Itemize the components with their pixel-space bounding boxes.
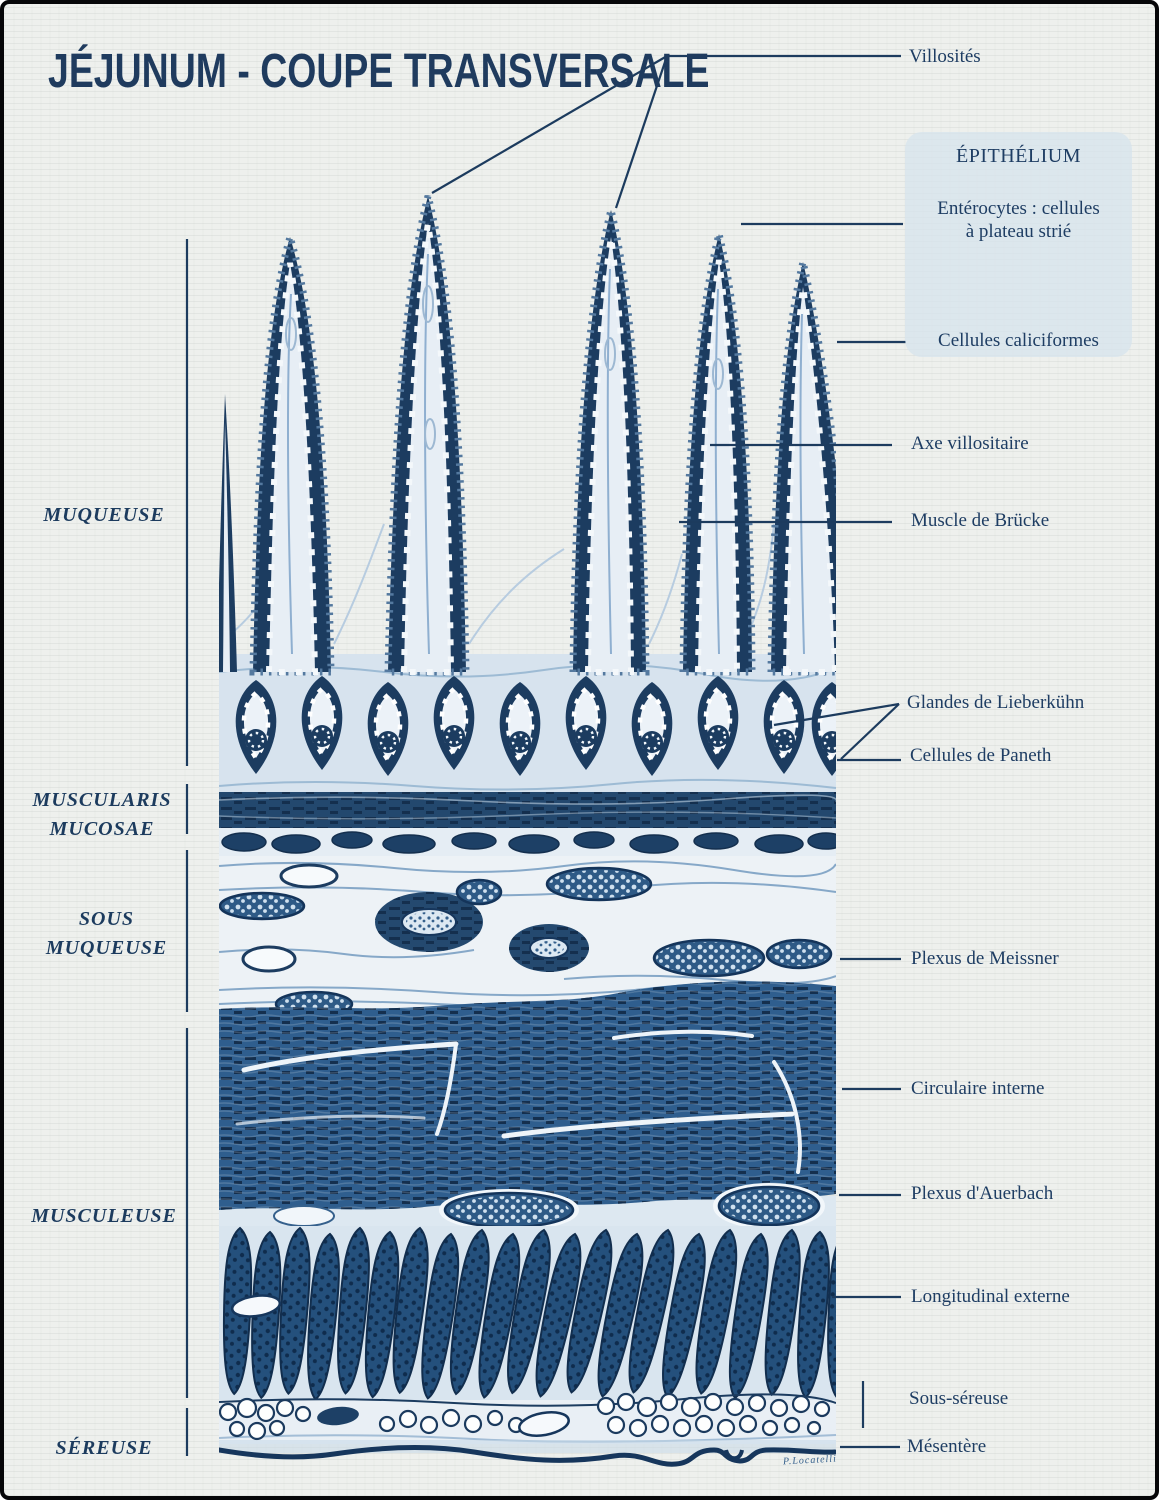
leader-lieberkuhn-a xyxy=(773,702,900,727)
label-villosites: Villosités xyxy=(909,46,981,67)
muscularis-line1: MUSCULARIS xyxy=(32,789,172,811)
label-mesentere: Mésentère xyxy=(907,1436,987,1457)
label-enterocytes-line1: Entérocytes : cellules xyxy=(937,198,1100,219)
leader-villosites-d1 xyxy=(431,55,668,194)
page-title: JÉJUNUM - COUPE TRANSVERSALE xyxy=(48,45,710,98)
label-glandes-lieberkuhn: Glandes de Lieberkühn xyxy=(907,692,1085,713)
longitudinal-muscle-layer xyxy=(219,1225,836,1402)
layer-label-musculeuse: MUSCULEUSE xyxy=(31,1205,177,1227)
sous-muqueuse-line1: SOUS xyxy=(78,908,135,930)
muscularis-mucosae-band xyxy=(219,792,836,856)
subserosa-layer xyxy=(219,1392,836,1444)
leader-villosites-d2 xyxy=(614,55,669,209)
serosa-edge xyxy=(219,1440,836,1467)
leader-lieberkuhn-b xyxy=(840,703,900,760)
label-caliciformes: Cellules caliciformes xyxy=(938,330,1099,351)
layer-label-muqueuse: MUQUEUSE xyxy=(43,504,165,526)
label-plexus-auerbach: Plexus d'Auerbach xyxy=(911,1183,1054,1204)
label-longitudinal-externe: Longitudinal externe xyxy=(911,1286,1070,1307)
sous-muqueuse-line2: MUQUEUSE xyxy=(45,937,168,959)
epithelium-panel: ÉPITHÉLIUM Entérocytes : cellules à plat… xyxy=(905,132,1132,357)
label-epithelium: ÉPITHÉLIUM xyxy=(956,145,1081,167)
circular-muscle-layer xyxy=(219,981,836,1210)
label-muscle-brucke: Muscle de Brücke xyxy=(911,510,1050,531)
jejunum-illustration xyxy=(185,54,906,1467)
label-circulaire-interne: Circulaire interne xyxy=(911,1078,1045,1099)
layer-label-sereuse: SÉREUSE xyxy=(55,1437,153,1459)
label-sous-sereuse: Sous-séreuse xyxy=(909,1388,1009,1409)
tissue-art xyxy=(219,182,836,1467)
label-plexus-meissner: Plexus de Meissner xyxy=(911,948,1059,969)
auerbach-ganglia xyxy=(273,1183,825,1231)
layer-label-muscularis-mucosae: MUSCULARIS MUCOSAE xyxy=(22,786,182,844)
muscularis-line2: MUCOSAE xyxy=(49,818,155,840)
leader-lines xyxy=(431,54,906,1449)
layer-label-sous-muqueuse: SOUS MUQUEUSE xyxy=(29,905,184,963)
label-cellules-paneth: Cellules de Paneth xyxy=(910,745,1052,766)
label-axe-villositaire: Axe villositaire xyxy=(911,433,1029,454)
label-enterocytes-line2: à plateau strié xyxy=(965,221,1072,242)
villi xyxy=(219,182,836,676)
